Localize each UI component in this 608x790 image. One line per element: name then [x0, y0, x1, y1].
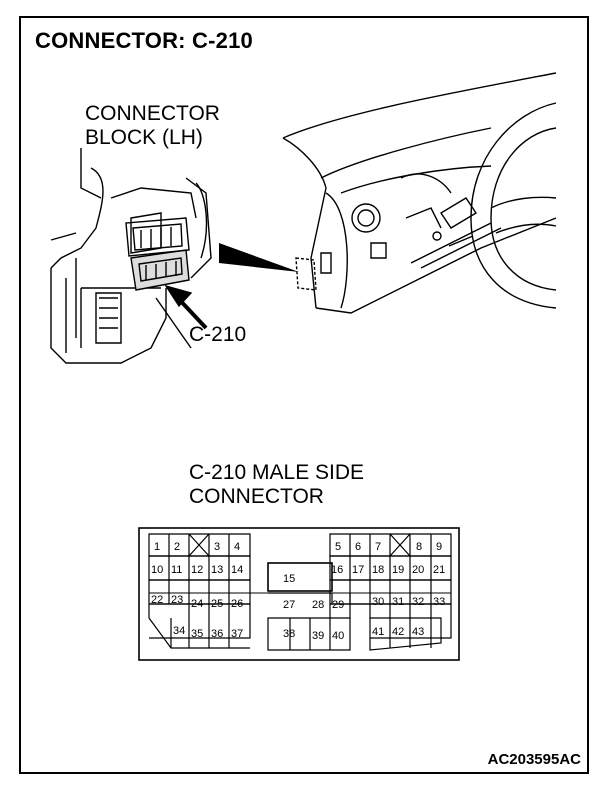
pin-28: 28	[312, 599, 324, 611]
male-side-label-line-1: C-210 MALE SIDE	[189, 461, 365, 484]
pin-3: 3	[214, 541, 220, 553]
pin-6: 6	[355, 541, 361, 553]
pin-39: 39	[312, 630, 324, 642]
pin-34: 34	[173, 625, 185, 637]
pin-43: 43	[412, 626, 424, 638]
pin-17: 17	[352, 564, 364, 576]
pin-12: 12	[191, 564, 203, 576]
pin-42: 42	[392, 626, 404, 638]
dashboard-drawing	[282, 72, 557, 314]
connector-face-diagram: 1 2 3 4 5 6 7 8 9 10 11 12 13 14 15 16 1…	[138, 527, 460, 661]
center-key	[267, 562, 333, 592]
figure-code: AC203595AC	[487, 751, 581, 768]
connector-block-label-line-2: BLOCK (LH)	[85, 126, 203, 149]
pin-32: 32	[412, 596, 424, 608]
pin-27: 27	[283, 599, 295, 611]
connector-housing	[138, 527, 460, 661]
connector-callout-label: C-210	[189, 323, 247, 346]
pin-19: 19	[392, 564, 404, 576]
location-pointer	[219, 243, 299, 272]
pin-16: 16	[331, 564, 343, 576]
pin-36: 36	[211, 628, 223, 640]
pin-23: 23	[171, 594, 183, 606]
pin-11: 11	[171, 564, 182, 576]
pin-9: 9	[436, 541, 442, 553]
figure-frame: CONNECTOR: C-210 CONNECTOR BLOCK (LH) C-…	[19, 16, 589, 774]
pin-20: 20	[412, 564, 424, 576]
pin-21: 21	[433, 564, 445, 576]
pin-15: 15	[283, 573, 295, 585]
pin-dividers	[168, 533, 432, 650]
pin-18: 18	[372, 564, 384, 576]
pin-10: 10	[151, 564, 163, 576]
pin-13: 13	[211, 564, 223, 576]
figure-title: CONNECTOR: C-210	[35, 28, 253, 53]
location-illustration	[50, 72, 557, 364]
pin-5: 5	[335, 541, 341, 553]
pin-8: 8	[416, 541, 422, 553]
pin-29: 29	[332, 599, 344, 611]
pin-41: 41	[372, 626, 384, 638]
pin-14: 14	[231, 564, 243, 576]
pin-4: 4	[234, 541, 240, 553]
pin-22: 22	[151, 594, 163, 606]
pin-numbers: 1 2 3 4 5 6 7 8 9 10 11 12 13 14 15 16 1…	[151, 541, 445, 642]
pin-25: 25	[211, 598, 223, 610]
pin-30: 30	[372, 596, 384, 608]
pin-40: 40	[332, 630, 344, 642]
connector-block-drawing	[50, 148, 212, 364]
pin-33: 33	[433, 596, 445, 608]
pin-2: 2	[174, 541, 180, 553]
pin-38: 38	[283, 628, 295, 640]
male-side-label-line-2: CONNECTOR	[189, 485, 324, 508]
pin-7: 7	[375, 541, 381, 553]
pin-1: 1	[154, 541, 160, 553]
pin-35: 35	[191, 628, 203, 640]
callout-arrow	[164, 284, 208, 330]
pin-37: 37	[231, 628, 243, 640]
connector-block-label-line-1: CONNECTOR	[85, 102, 220, 125]
pin-26: 26	[231, 598, 243, 610]
pin-31: 31	[392, 596, 404, 608]
pin-24: 24	[191, 598, 203, 610]
